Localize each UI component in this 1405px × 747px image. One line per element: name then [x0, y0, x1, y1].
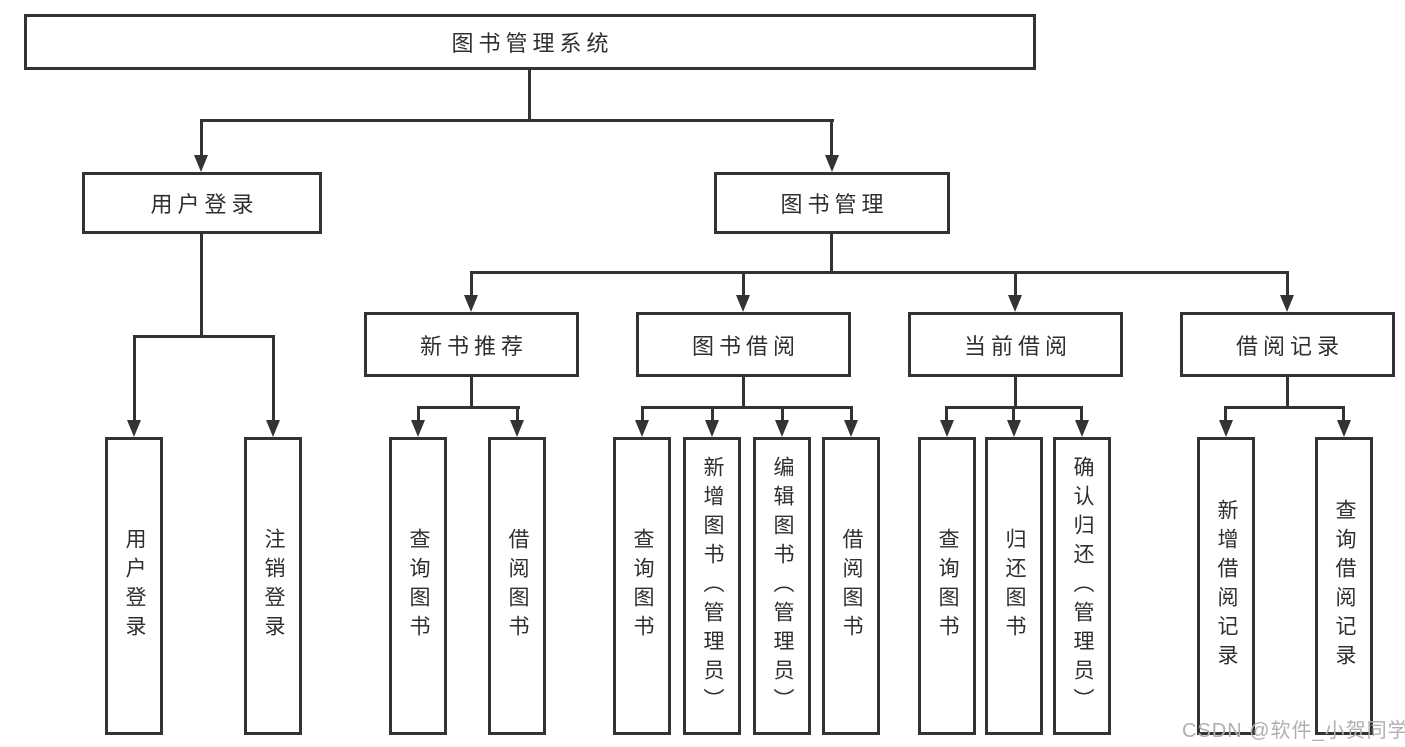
arrowhead-icon: [1007, 420, 1021, 437]
module-node-label: 新书推荐: [419, 333, 528, 359]
connector-drop-current-borrow: [1014, 271, 1017, 300]
root-node-library-system: 图书管理系统: [24, 14, 1036, 70]
connector-drop-new-book: [470, 271, 473, 300]
connector-drop-leaf: [1342, 406, 1345, 422]
leaf-node-add-borrow-record: 新增借阅记录: [1197, 437, 1255, 735]
leaf-label: 新增借阅记录: [1215, 499, 1239, 673]
connector-moduleB-stem: [742, 377, 745, 408]
arrowhead-icon: [464, 295, 478, 312]
root-node-label: 图书管理系统: [451, 31, 614, 56]
connector-drop-book-borrow: [742, 271, 745, 300]
leaf-node-add-book-admin: 新增图书（管理员）: [683, 437, 741, 735]
leaf-node-user-login: 用户登录: [105, 437, 163, 735]
connector-drop-leaf: [417, 406, 420, 422]
leaf-label: 注销登录: [262, 528, 286, 644]
leaf-node-query-book: 查询图书: [389, 437, 447, 735]
branch-node-label: 图书管理: [780, 192, 889, 217]
connector-moduleD-hline: [1224, 406, 1345, 409]
connector-drop-leaf: [1224, 406, 1227, 422]
module-node-label: 当前借阅: [963, 333, 1072, 359]
arrowhead-icon: [1075, 420, 1089, 437]
connector-drop-leaf: [781, 406, 784, 422]
connector-drop-leaf: [641, 406, 644, 422]
connector-moduleA-hline: [417, 406, 520, 409]
connector-drop-user-login: [200, 119, 203, 156]
leaf-label: 查询图书: [631, 528, 655, 644]
leaf-label: 借阅图书: [506, 528, 530, 644]
connector-drop-logout-leaf: [272, 335, 275, 421]
arrowhead-icon: [266, 420, 280, 437]
module-node-current-borrow: 当前借阅: [908, 312, 1123, 377]
arrowhead-icon: [736, 295, 750, 312]
leaf-node-borrow-book: 借阅图书: [488, 437, 546, 735]
leaf-node-query-book: 查询图书: [918, 437, 976, 735]
connector-drop-leaf: [850, 406, 853, 422]
arrowhead-icon: [705, 420, 719, 437]
connector-management-stem: [830, 234, 833, 274]
leaf-node-query-book: 查询图书: [613, 437, 671, 735]
leaf-label: 新增图书（管理员）: [701, 455, 725, 717]
connector-drop-book-management: [830, 119, 833, 156]
connector-moduleA-stem: [470, 377, 473, 408]
arrowhead-icon: [825, 155, 839, 172]
leaf-node-edit-book-admin: 编辑图书（管理员）: [753, 437, 811, 735]
leaf-label: 查询借阅记录: [1333, 499, 1357, 673]
connector-user-stem: [200, 234, 203, 336]
arrowhead-icon: [775, 420, 789, 437]
leaf-node-logout: 注销登录: [244, 437, 302, 735]
arrowhead-icon: [510, 420, 524, 437]
leaf-node-confirm-return-admin: 确认归还（管理员）: [1053, 437, 1111, 735]
branch-node-book-management: 图书管理: [714, 172, 950, 234]
leaf-label: 编辑图书（管理员）: [771, 455, 795, 717]
connector-drop-leaf: [516, 406, 519, 422]
leaf-label: 确认归还（管理员）: [1071, 455, 1095, 717]
arrowhead-icon: [127, 420, 141, 437]
connector-root-stem: [528, 70, 531, 120]
connector-drop-borrow-record: [1286, 271, 1289, 300]
arrowhead-icon: [1337, 420, 1351, 437]
leaf-node-return-book: 归还图书: [985, 437, 1043, 735]
connector-drop-leaf: [1012, 406, 1015, 422]
leaf-label: 查询图书: [407, 528, 431, 644]
module-node-book-borrow: 图书借阅: [636, 312, 851, 377]
arrowhead-icon: [1219, 420, 1233, 437]
arrowhead-icon: [940, 420, 954, 437]
branch-node-label: 用户登录: [150, 192, 259, 217]
module-node-label: 图书借阅: [691, 333, 800, 359]
connector-drop-leaf: [711, 406, 714, 422]
connector-user-hline: [133, 335, 275, 338]
connector-drop-login-leaf: [133, 335, 136, 421]
arrowhead-icon: [411, 420, 425, 437]
module-node-new-book-recommend: 新书推荐: [364, 312, 579, 377]
leaf-label: 借阅图书: [840, 528, 864, 644]
connector-moduleC-stem: [1014, 377, 1017, 408]
module-node-label: 借阅记录: [1235, 333, 1344, 359]
module-node-borrow-record: 借阅记录: [1180, 312, 1395, 377]
leaf-label: 归还图书: [1003, 528, 1027, 644]
connector-drop-leaf: [1080, 406, 1083, 422]
arrowhead-icon: [635, 420, 649, 437]
connector-moduleD-stem: [1286, 377, 1289, 408]
watermark: CSDN @软件_小贺同学: [1182, 720, 1405, 742]
arrowhead-icon: [844, 420, 858, 437]
arrowhead-icon: [1280, 295, 1294, 312]
connector-drop-leaf: [945, 406, 948, 422]
branch-node-user-login: 用户登录: [82, 172, 322, 234]
leaf-label: 查询图书: [936, 528, 960, 644]
connector-management-hline: [470, 271, 1289, 274]
leaf-node-query-borrow-record: 查询借阅记录: [1315, 437, 1373, 735]
leaf-node-borrow-book: 借阅图书: [822, 437, 880, 735]
leaf-label: 用户登录: [123, 528, 147, 644]
connector-moduleB-hline: [641, 406, 853, 409]
connector-root-hline: [200, 119, 834, 122]
arrowhead-icon: [194, 155, 208, 172]
arrowhead-icon: [1008, 295, 1022, 312]
